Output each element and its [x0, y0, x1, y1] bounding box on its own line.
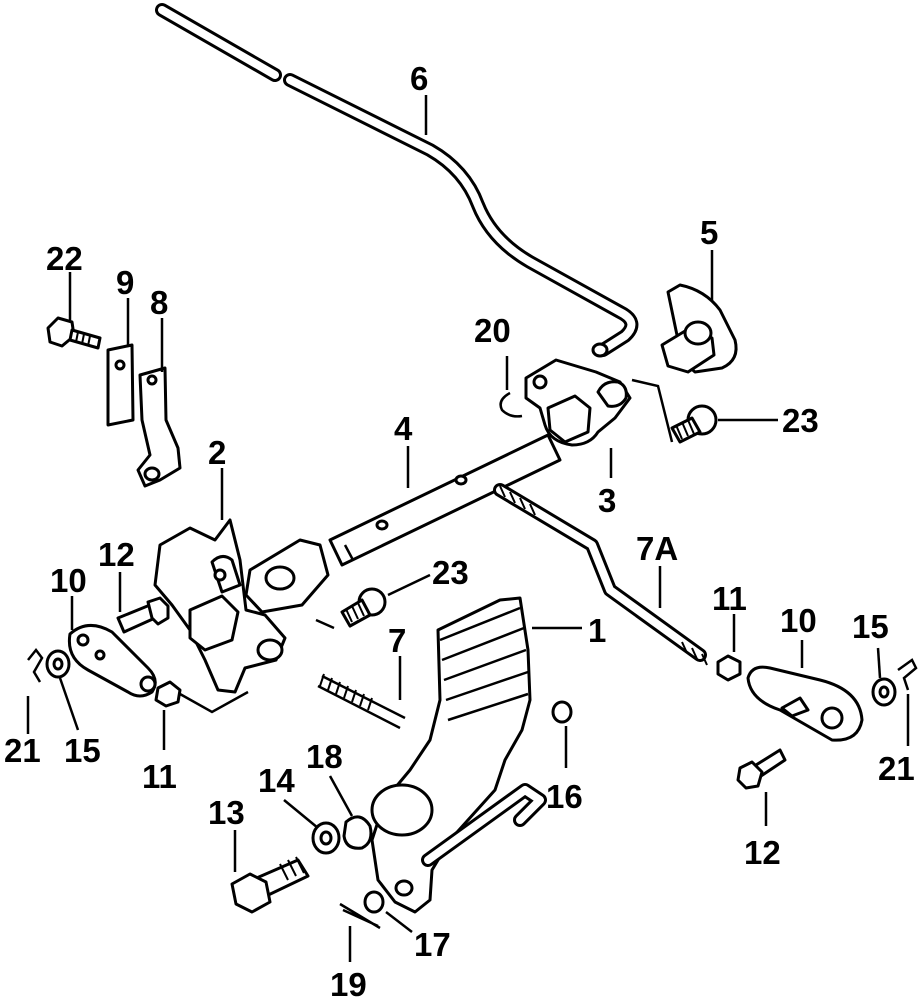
callout-23-top: 23 — [782, 402, 819, 439]
callout-7: 7 — [388, 622, 406, 659]
callout-21-right: 21 — [878, 750, 915, 787]
callout-20: 20 — [474, 312, 511, 349]
callout-10-right: 10 — [780, 602, 817, 639]
part-21-clip-right — [897, 658, 918, 691]
callout-6: 6 — [410, 60, 428, 97]
callout-5: 5 — [700, 214, 718, 251]
callout-12-right: 12 — [744, 834, 781, 871]
callout-labels: 6 5 20 3 23 4 22 9 8 2 1 7 12 10 23 21 1… — [4, 60, 915, 999]
part-8-bracket — [136, 366, 182, 488]
callout-13: 13 — [208, 794, 245, 831]
callout-3: 3 — [598, 482, 616, 519]
callout-9: 9 — [116, 264, 134, 301]
part-1-brake-pedal — [370, 596, 547, 914]
callout-2: 2 — [208, 434, 226, 471]
part-22-bolt — [46, 316, 102, 350]
part-19-cotter-pin — [339, 902, 381, 930]
leader-lines — [26, 95, 910, 962]
callout-10-left: 10 — [50, 562, 87, 599]
part-7a-threaded-rod — [493, 483, 708, 666]
part-23-clevis-pin-top — [670, 404, 718, 444]
part-7-threaded-rod — [317, 673, 406, 730]
callout-18: 18 — [306, 738, 343, 775]
callout-22: 22 — [46, 240, 83, 277]
callout-15-right: 15 — [852, 608, 889, 645]
callout-15-left: 15 — [64, 732, 101, 769]
callout-16: 16 — [546, 778, 583, 815]
part-10-lever-right — [746, 665, 864, 742]
part-23-clevis-pin-middle — [340, 587, 387, 628]
part-11-nut-left — [154, 680, 182, 708]
callout-14: 14 — [258, 762, 295, 799]
part-20-e-clip — [499, 391, 523, 418]
callout-12-left: 12 — [98, 536, 135, 573]
callout-11-right: 11 — [712, 580, 747, 617]
callout-17: 17 — [414, 926, 451, 963]
part-2-pedal-arm-assembly — [153, 518, 330, 694]
callout-11-left: 11 — [142, 758, 177, 795]
part-13-bolt — [230, 856, 310, 914]
callout-23-middle: 23 — [432, 554, 469, 591]
part-12-bolt-left — [116, 596, 170, 634]
part-18-spring-washer — [342, 815, 373, 850]
part-4-shaft — [328, 433, 562, 567]
callout-4: 4 — [394, 410, 413, 447]
part-10-lever-left — [67, 624, 157, 698]
part-11-nut-right — [716, 654, 742, 682]
part-3-bellcrank — [524, 358, 632, 447]
part-5-yoke — [660, 283, 738, 374]
part-21-clip-left — [27, 647, 44, 683]
part-17-washer — [363, 890, 385, 914]
part-12-bolt-right — [736, 748, 787, 790]
callout-19: 19 — [330, 966, 367, 999]
callout-21-left: 21 — [4, 732, 41, 769]
callout-1: 1 — [588, 612, 606, 649]
callout-8: 8 — [150, 284, 168, 321]
part-6-brake-rod — [155, 3, 639, 358]
part-9-plate — [106, 343, 135, 427]
part-16-washer — [551, 700, 573, 724]
callout-7a: 7A — [636, 530, 678, 567]
